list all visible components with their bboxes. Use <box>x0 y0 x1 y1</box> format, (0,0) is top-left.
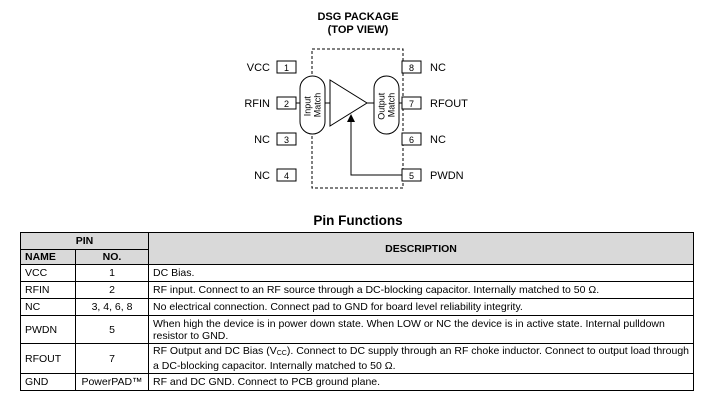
desc-suffix: ). Connect to DC supply through an RF ch… <box>153 345 690 372</box>
pwdn-control-line <box>350 121 402 176</box>
input-match-label: Input Match <box>303 93 323 118</box>
pin-num-7: 7 <box>409 99 414 109</box>
output-match-block <box>373 75 400 135</box>
pin-box-8 <box>401 60 422 74</box>
input-match-line2: Match <box>313 93 323 118</box>
pin-box-3 <box>276 132 297 146</box>
pin-desc-cell: No electrical connection. Connect pad to… <box>148 298 695 316</box>
pin-desc-cell: RF input. Connect to an RF source throug… <box>148 281 695 299</box>
desc-prefix: RF Output and DC Bias (V <box>153 345 277 357</box>
pin-functions-table: PIN DESCRIPTION NAME NO. VCC 1 DC Bias. … <box>19 232 695 391</box>
package-title-line2: (TOP VIEW) <box>327 24 389 36</box>
pin-desc-cell: RF Output and DC Bias (VCC). Connect to … <box>148 343 695 374</box>
table-row: RFIN 2 RF input. Connect to an RF source… <box>20 281 695 299</box>
pin-name-cell: RFIN <box>20 281 76 299</box>
pwdn-arrow-icon <box>347 114 355 122</box>
pin-name-cell: RFOUT <box>20 343 76 374</box>
desc-subscript: CC <box>276 350 287 357</box>
pin-desc-cell: RF and DC GND. Connect to PCB ground pla… <box>148 373 695 391</box>
pin-desc-cell: DC Bias. <box>148 264 695 282</box>
pin-num-1: 1 <box>284 63 289 73</box>
output-match-line2: Match <box>387 93 397 118</box>
pin-no-cell: 2 <box>74 281 150 299</box>
pin-name-left-3: NC <box>254 134 270 146</box>
pin-num-3: 3 <box>284 135 289 145</box>
pin-name-cell: NC <box>20 298 76 316</box>
input-match-line1: Input <box>303 96 313 117</box>
output-match-label: Output Match <box>377 90 397 120</box>
table-row: VCC 1 DC Bias. <box>20 264 695 282</box>
header-description: DESCRIPTION <box>148 232 695 265</box>
pin-name-left-2: RFIN <box>244 98 270 110</box>
input-match-block <box>299 75 326 135</box>
pin-num-2: 2 <box>284 99 289 109</box>
pin-no-cell: PowerPAD™ <box>74 373 150 391</box>
pin-name-right-5: PWDN <box>430 170 464 182</box>
pin-name-cell: PWDN <box>20 315 76 344</box>
table-row: NC 3, 4, 6, 8 No electrical connection. … <box>20 298 695 316</box>
amplifier-symbol <box>329 79 368 127</box>
pin-num-5: 5 <box>409 171 414 181</box>
pin-no-cell: 3, 4, 6, 8 <box>74 298 150 316</box>
pin-name-cell: GND <box>20 373 76 391</box>
output-match-line1: Output <box>377 92 387 120</box>
pin-num-8: 8 <box>409 63 414 73</box>
pin-num-4: 4 <box>284 171 289 181</box>
pin-no-cell: 5 <box>74 315 150 344</box>
pin-name-right-8: NC <box>430 62 446 74</box>
pin-box-4 <box>276 168 297 182</box>
pin-name-cell: VCC <box>20 264 76 282</box>
header-pin: PIN <box>19 232 150 250</box>
pin-desc-cell: When high the device is in power down st… <box>148 315 695 344</box>
table-row: RFOUT 7 RF Output and DC Bias (VCC). Con… <box>20 343 695 374</box>
pin-functions-title: Pin Functions <box>313 213 403 228</box>
pin-name-right-7: RFOUT <box>430 98 468 110</box>
package-diagram: VCC RFIN NC NC 1 2 3 4 8 7 6 5 NC RFOUT … <box>244 48 468 189</box>
pin-no-cell: 7 <box>74 343 150 374</box>
package-title-line1: DSG PACKAGE <box>317 11 399 23</box>
header-no: NO. <box>74 249 150 265</box>
table-row: GND PowerPAD™ RF and DC GND. Connect to … <box>20 373 695 391</box>
pin-name-left-1: VCC <box>247 62 270 74</box>
pin-name-left-4: NC <box>254 170 270 182</box>
pin-num-6: 6 <box>409 135 414 145</box>
header-name: NAME <box>20 249 76 265</box>
pin-no-cell: 1 <box>74 264 150 282</box>
table-row: PWDN 5 When high the device is in power … <box>20 315 695 344</box>
pin-box-6 <box>401 132 422 146</box>
pin-box-1 <box>276 60 297 74</box>
package-title: DSG PACKAGE (TOP VIEW) <box>258 11 458 37</box>
pin-name-right-6: NC <box>430 134 446 146</box>
